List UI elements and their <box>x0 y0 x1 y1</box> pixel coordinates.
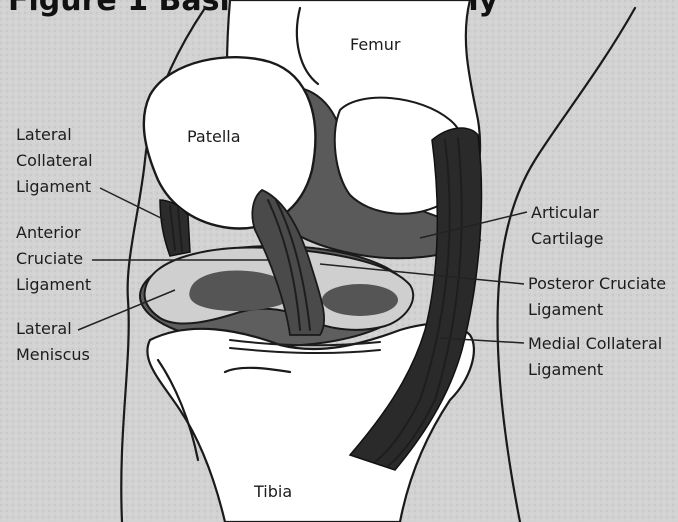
lcl-label-line-3: Ligament <box>16 177 91 196</box>
tibia-label: Tibia <box>253 482 292 501</box>
medial-meniscus-inner-dark <box>322 284 398 316</box>
mcl-label-line-2: Ligament <box>528 360 603 379</box>
cartilage-label-line-2: Cartilage <box>531 229 604 248</box>
pcl-label-line-1: Posteror Cruciate <box>528 274 666 293</box>
anterior-cruciate-ligament-label: Anterior Cruciate Ligament <box>16 223 91 294</box>
acl-label-line-3: Ligament <box>16 275 91 294</box>
acl-label-line-1: Anterior <box>16 223 81 242</box>
lcl-label-line-2: Collateral <box>16 151 93 170</box>
cartilage-label-line-1: Articular <box>531 203 599 222</box>
patella-label: Patella <box>187 127 241 146</box>
acl-label-line-2: Cruciate <box>16 249 83 268</box>
pcl-label-line-2: Ligament <box>528 300 603 319</box>
mcl-label-line-1: Medial Collateral <box>528 334 662 353</box>
lcl-label-line-1: Lateral <box>16 125 72 144</box>
meniscus-label-line-1: Lateral <box>16 319 72 338</box>
meniscus-label-line-2: Meniscus <box>16 345 90 364</box>
femur-label: Femur <box>350 35 401 54</box>
